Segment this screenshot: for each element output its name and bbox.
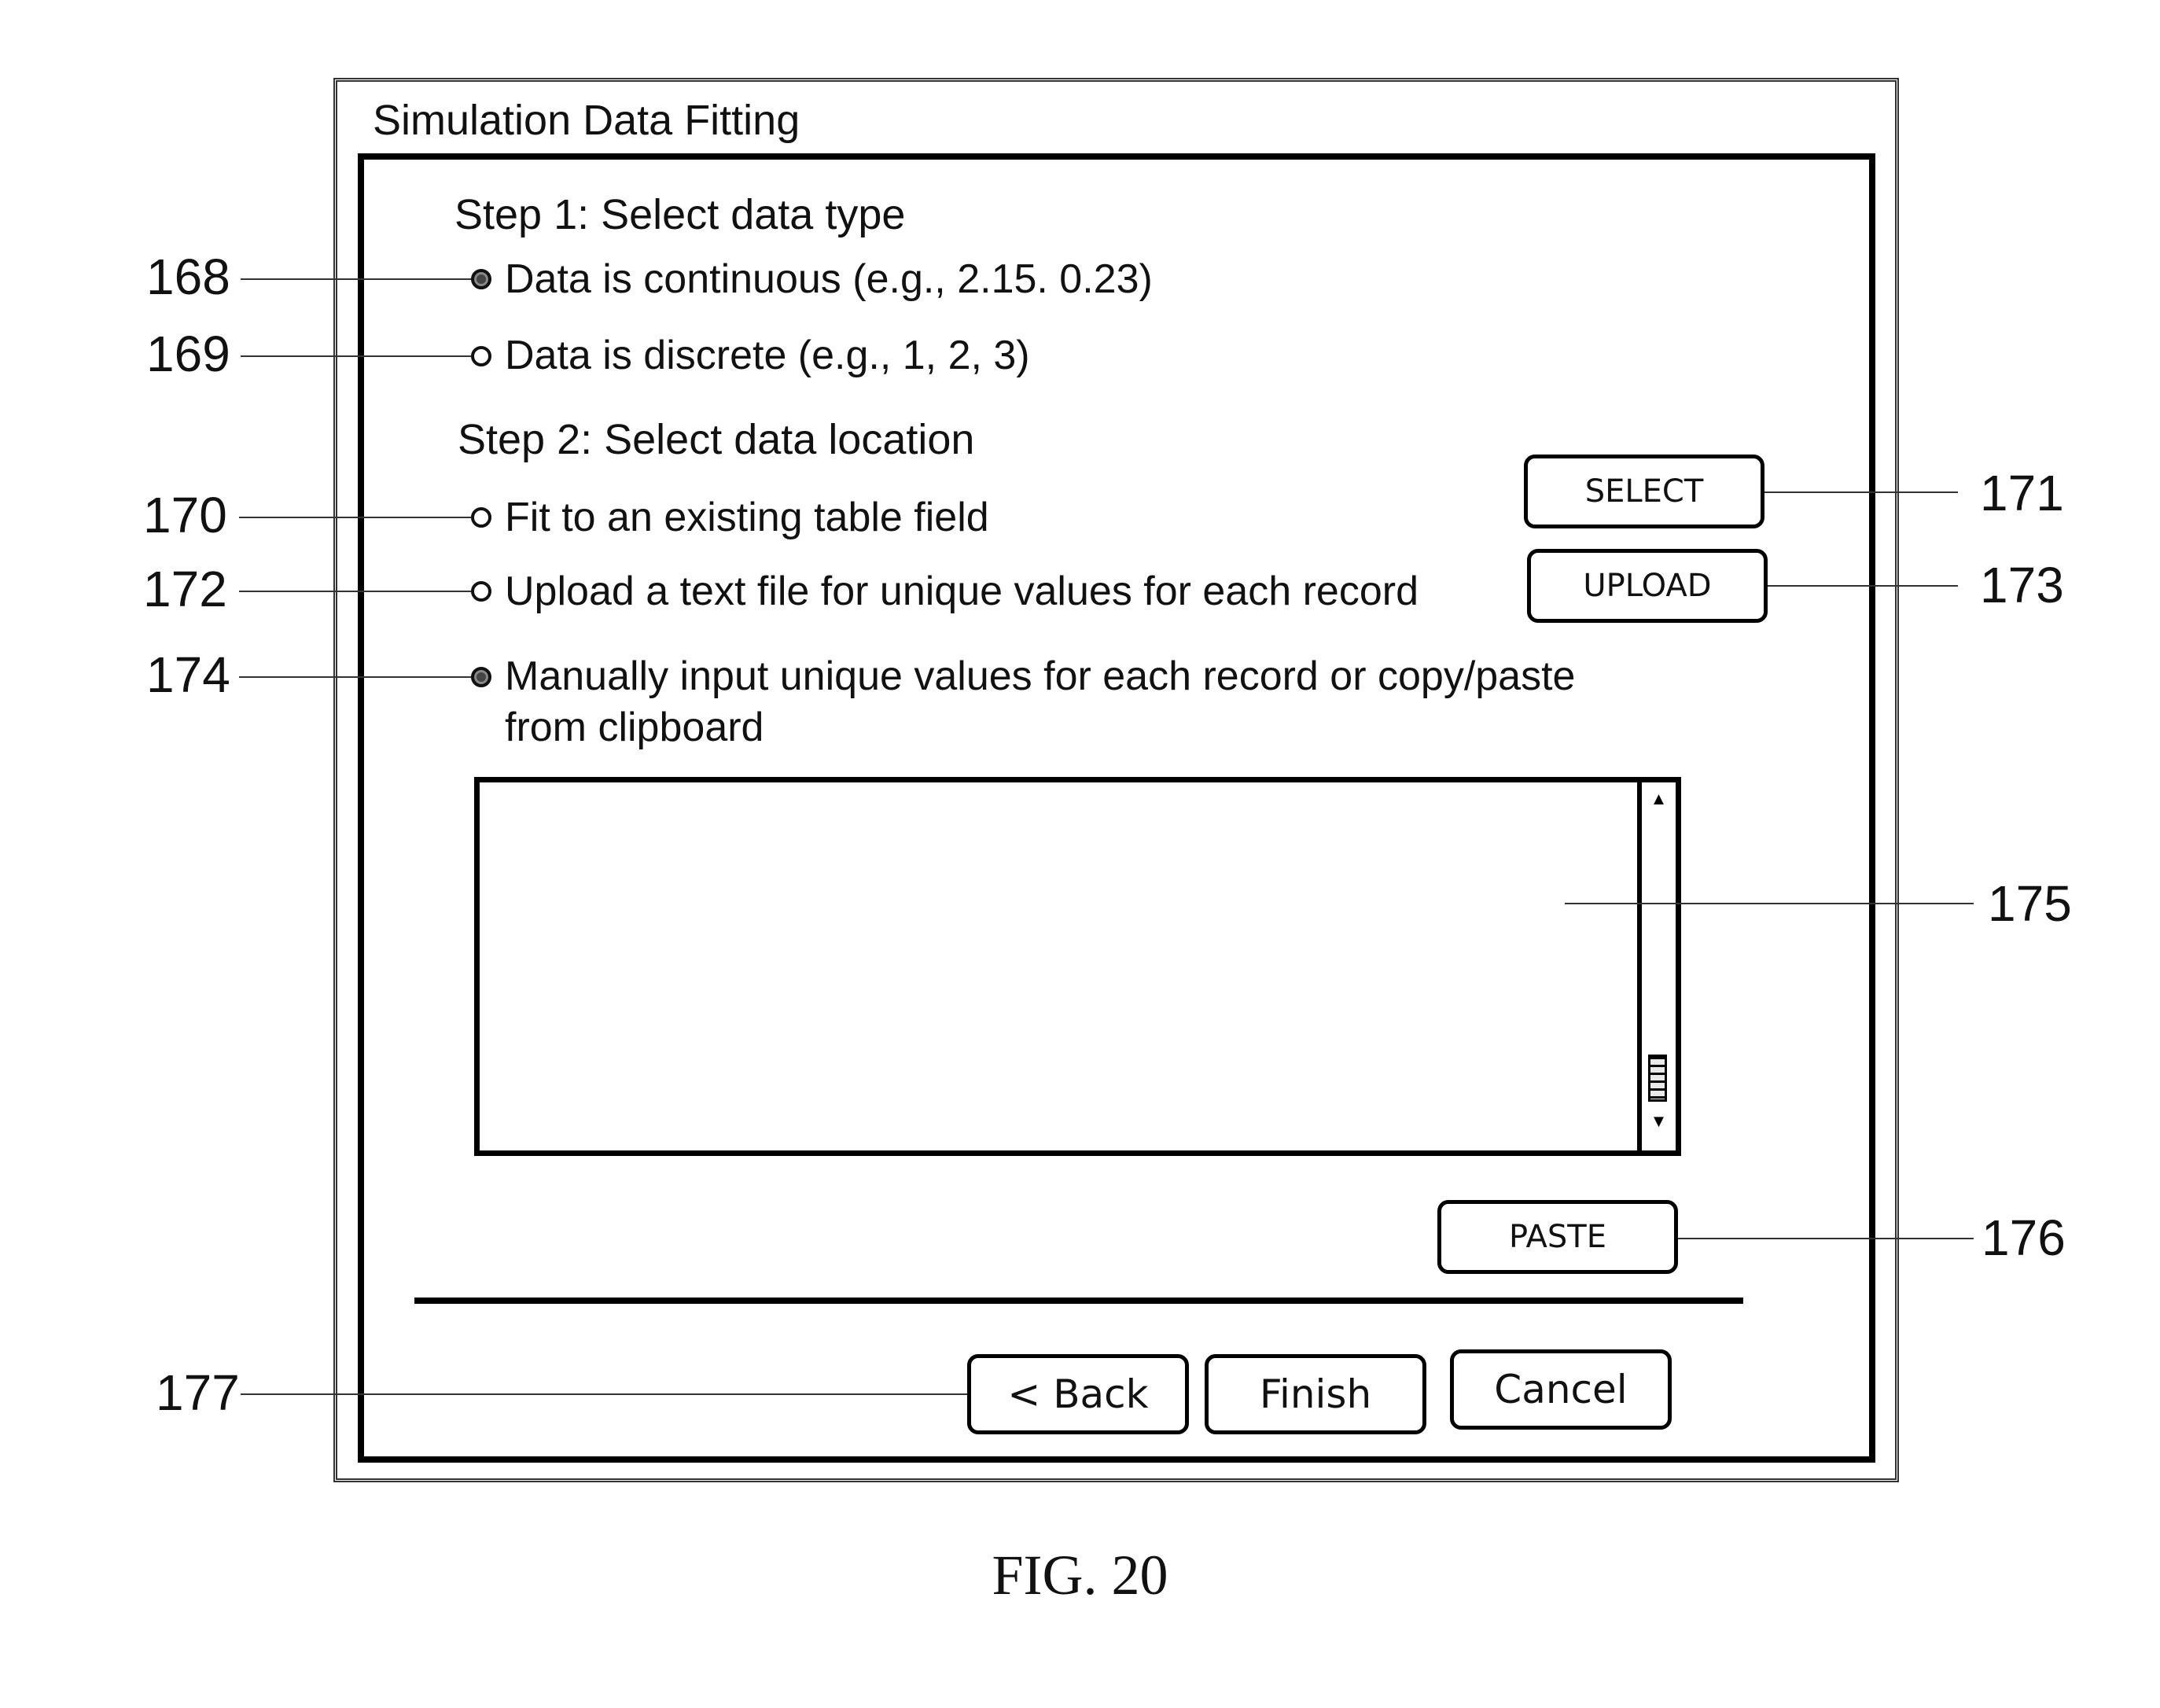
- finish-button[interactable]: Finish: [1205, 1354, 1426, 1434]
- values-textarea[interactable]: [474, 777, 1681, 1156]
- option-manual-input-label[interactable]: Manually input unique values for each re…: [505, 653, 1575, 700]
- textarea-scrollbar[interactable]: ▲ ▼: [1637, 782, 1676, 1150]
- option-continuous-label[interactable]: Data is continuous (e.g., 2.15. 0.23): [505, 256, 1153, 303]
- ref-label-172: 172: [143, 560, 227, 618]
- cancel-button[interactable]: Cancel: [1450, 1349, 1672, 1430]
- figure-caption: FIG. 20: [0, 1543, 2160, 1608]
- ref-label-169: 169: [146, 325, 230, 383]
- ref-label-168: 168: [146, 248, 230, 306]
- radio-unchecked-icon[interactable]: [471, 507, 491, 528]
- leader-line-173: [1768, 585, 1958, 587]
- leader-line-172: [239, 591, 471, 592]
- radio-checked-icon[interactable]: [471, 667, 491, 687]
- radio-checked-icon[interactable]: [471, 269, 491, 289]
- back-button[interactable]: < Back: [967, 1354, 1189, 1434]
- step1-title: Step 1: Select data type: [454, 190, 905, 239]
- leader-line-168: [241, 278, 471, 280]
- leader-line-177: [241, 1393, 970, 1395]
- leader-line-175: [1565, 903, 1974, 904]
- option-discrete-label[interactable]: Data is discrete (e.g., 1, 2, 3): [505, 332, 1030, 379]
- leader-line-174: [239, 676, 471, 678]
- option-manual-input-label-line2: from clipboard: [505, 704, 764, 751]
- leader-line-176: [1678, 1238, 1974, 1239]
- radio-unchecked-icon[interactable]: [471, 346, 491, 366]
- leader-line-169: [241, 355, 471, 357]
- separator-line: [414, 1298, 1743, 1304]
- step2-title: Step 2: Select data location: [458, 415, 974, 464]
- option-upload-file-label[interactable]: Upload a text file for unique values for…: [505, 568, 1419, 615]
- leader-line-171: [1764, 491, 1958, 493]
- paste-button[interactable]: PASTE: [1437, 1200, 1678, 1274]
- ref-label-176: 176: [1982, 1209, 2066, 1267]
- ref-label-173: 173: [1980, 556, 2064, 614]
- option-table-field-label[interactable]: Fit to an existing table field: [505, 494, 989, 541]
- ref-label-170: 170: [143, 486, 227, 544]
- scroll-thumb-icon[interactable]: [1648, 1055, 1667, 1102]
- ref-label-174: 174: [146, 646, 230, 704]
- scroll-down-arrow-icon[interactable]: ▼: [1642, 1113, 1676, 1130]
- select-button[interactable]: SELECT: [1524, 455, 1764, 528]
- ref-label-175: 175: [1988, 874, 2072, 933]
- scroll-up-arrow-icon[interactable]: ▲: [1642, 790, 1676, 808]
- window-title: Simulation Data Fitting: [373, 96, 800, 145]
- leader-line-170: [239, 517, 471, 518]
- radio-unchecked-icon[interactable]: [471, 581, 491, 602]
- upload-button[interactable]: UPLOAD: [1527, 549, 1768, 623]
- ref-label-177: 177: [156, 1364, 240, 1422]
- ref-label-171: 171: [1980, 464, 2064, 522]
